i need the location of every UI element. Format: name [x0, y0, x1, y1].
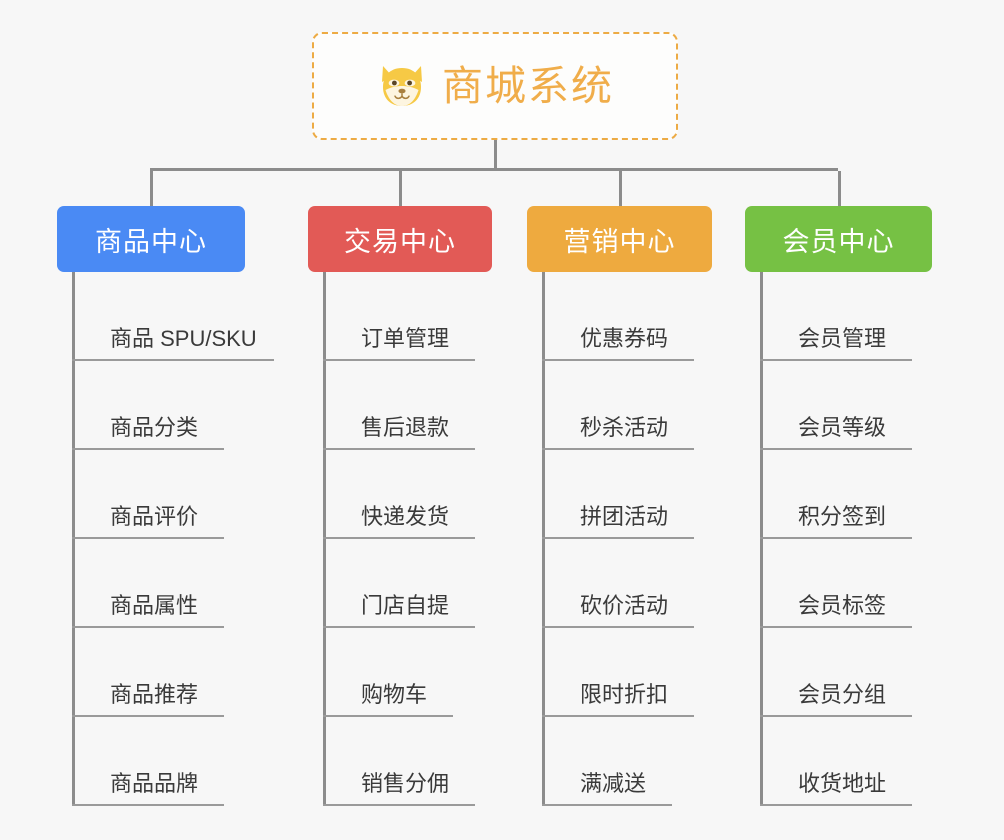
leaf-item-rule	[72, 359, 274, 361]
leaf-item-rule	[760, 626, 912, 628]
category-box-marketing-center[interactable]: 营销中心	[527, 206, 712, 272]
category-label: 营销中心	[563, 226, 676, 257]
leaf-item-label: 拼团活动	[580, 503, 669, 529]
leaf-item-rule	[542, 448, 694, 450]
leaf-item-rule	[323, 626, 475, 628]
leaf-item-label: 快递发货	[361, 503, 450, 529]
leaf-item-rule	[323, 359, 475, 361]
leaf-item-rule	[323, 715, 453, 717]
drop-line-product-center	[150, 171, 153, 207]
leaf-item-rule	[323, 448, 475, 450]
drop-line-marketing-center	[619, 171, 622, 207]
leaf-item-rule	[760, 537, 912, 539]
category-label: 商品中心	[95, 226, 207, 257]
horizontal-bus-line	[150, 168, 838, 171]
leaf-item-label: 会员管理	[798, 325, 887, 351]
category-label: 会员中心	[782, 226, 895, 257]
root-node-mall-system[interactable]: 商城系统	[312, 32, 678, 140]
trunk-line-product-center	[72, 272, 75, 806]
leaf-item-label: 会员标签	[798, 592, 887, 618]
leaf-item-label: 满减送	[580, 770, 647, 796]
leaf-item-rule	[760, 359, 912, 361]
leaf-item-label: 商品属性	[110, 592, 199, 618]
leaf-item-rule	[760, 715, 912, 717]
leaf-item-rule	[760, 804, 912, 806]
leaf-item-rule	[72, 715, 224, 717]
leaf-item-rule	[542, 626, 694, 628]
leaf-item-label: 商品 SPU/SKU	[110, 325, 257, 351]
leaf-item-label: 商品分类	[110, 414, 199, 440]
leaf-item-rule	[72, 448, 224, 450]
category-box-trade-center[interactable]: 交易中心	[308, 206, 492, 272]
leaf-item-rule	[72, 804, 224, 806]
leaf-item-rule	[72, 626, 224, 628]
leaf-item-label: 会员等级	[798, 414, 887, 440]
leaf-item-label: 订单管理	[361, 325, 450, 351]
trunk-line-marketing-center	[542, 272, 545, 806]
leaf-item-label: 购物车	[361, 681, 428, 707]
leaf-item-label: 商品推荐	[110, 681, 199, 707]
leaf-item-label: 限时折扣	[580, 681, 669, 707]
leaf-item-label: 砍价活动	[580, 592, 669, 618]
leaf-item-rule	[542, 537, 694, 539]
drop-line-trade-center	[399, 171, 402, 207]
leaf-item-rule	[760, 448, 912, 450]
leaf-item-label: 商品评价	[110, 503, 199, 529]
shiba-dog-face-icon	[376, 60, 428, 112]
leaf-item-rule	[323, 804, 475, 806]
root-stem-line	[494, 140, 497, 170]
leaf-item-label: 商品品牌	[110, 770, 199, 796]
leaf-item-rule	[542, 715, 694, 717]
leaf-item-label: 售后退款	[361, 414, 450, 440]
drop-line-member-center	[838, 171, 841, 207]
root-title: 商城系统	[442, 62, 614, 109]
category-box-member-center[interactable]: 会员中心	[745, 206, 932, 272]
trunk-line-trade-center	[323, 272, 326, 806]
leaf-item-rule	[542, 359, 694, 361]
trunk-line-member-center	[760, 272, 763, 806]
category-label: 交易中心	[344, 226, 456, 257]
leaf-item-label: 积分签到	[798, 503, 887, 529]
leaf-item-label: 收货地址	[798, 770, 887, 796]
leaf-item-label: 优惠券码	[580, 325, 669, 351]
leaf-item-rule	[542, 804, 672, 806]
leaf-item-label: 秒杀活动	[580, 414, 669, 440]
category-box-product-center[interactable]: 商品中心	[57, 206, 245, 272]
leaf-item-label: 会员分组	[798, 681, 887, 707]
leaf-item-rule	[72, 537, 224, 539]
leaf-item-label: 门店自提	[361, 592, 450, 618]
leaf-item-rule	[323, 537, 475, 539]
leaf-item-label: 销售分佣	[361, 770, 450, 796]
